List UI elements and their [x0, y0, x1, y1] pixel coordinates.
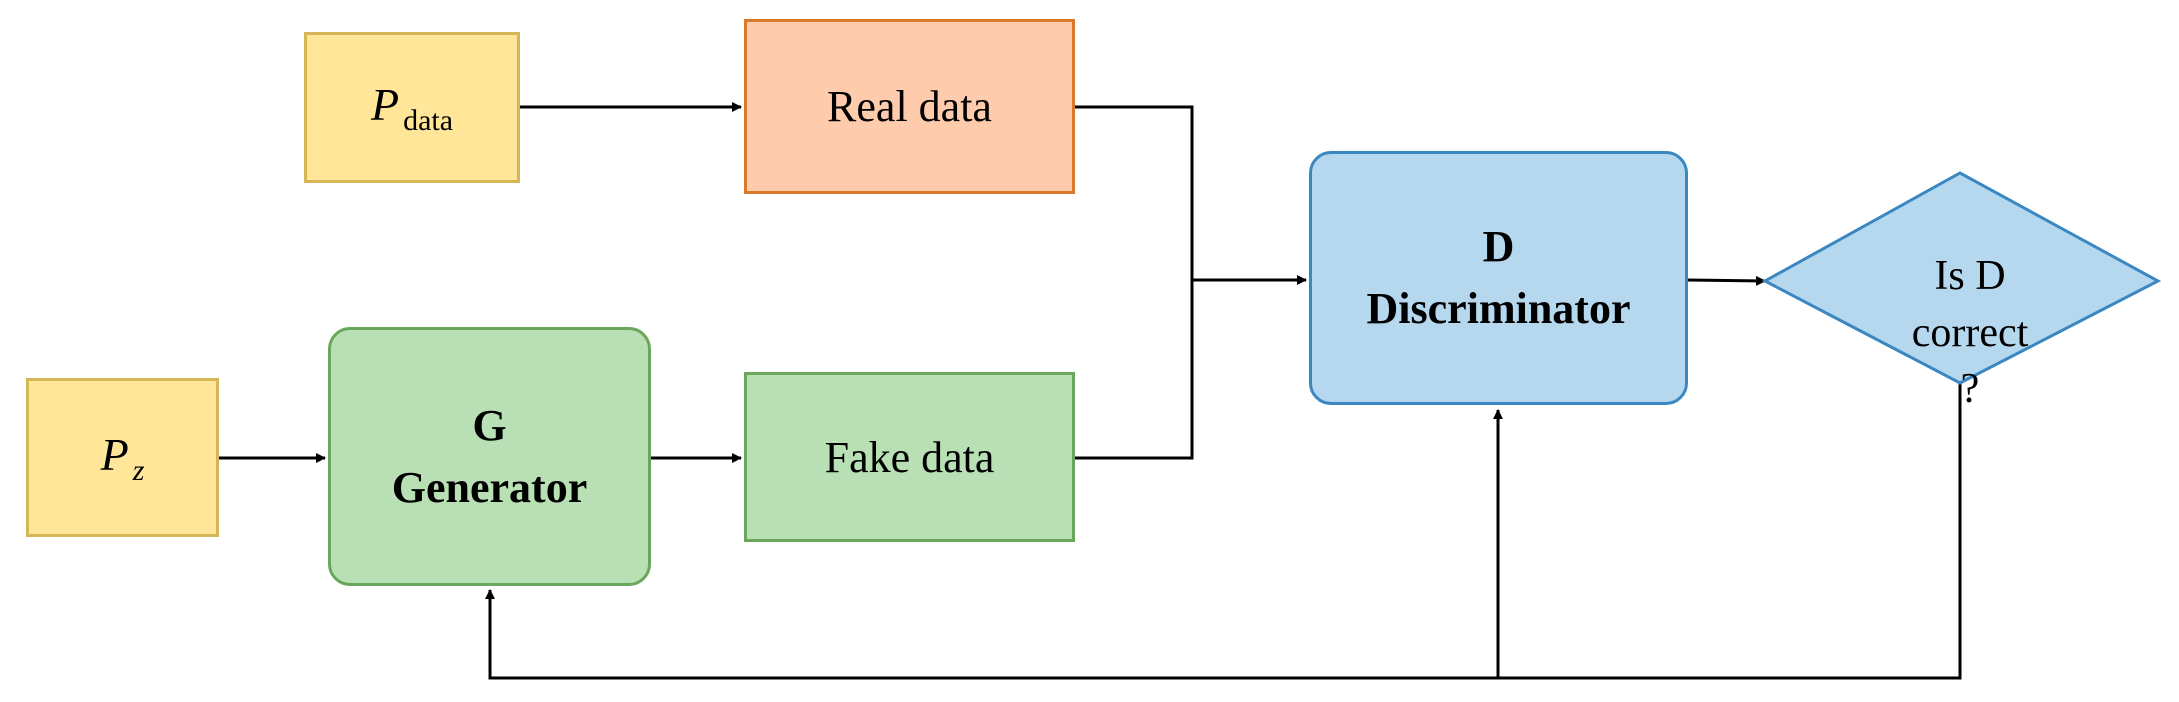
decision-line-1: Is D: [1934, 253, 2006, 299]
real-data-label: Real data: [827, 82, 992, 131]
decision-line-2: correct: [1911, 309, 2029, 356]
decision-line-3: ?: [1960, 366, 1980, 413]
line-fake-to-merge: [1075, 280, 1194, 460]
decision-diamond: [1761, 171, 2162, 385]
fake-data-box: Fake data: [744, 372, 1075, 542]
generator-label: Generator: [391, 462, 588, 512]
arrow-discriminator-to-decision: [1687, 275, 1766, 286]
discriminator-box: D Discriminator: [1309, 151, 1688, 405]
line-real-to-merge: [1075, 105, 1194, 280]
fake-data-label: Fake data: [824, 432, 995, 482]
generator-box: G Generator: [328, 327, 651, 586]
feedback-line: [485, 383, 1962, 680]
discriminator-letter: D: [1482, 222, 1515, 272]
real-data-box: Real data: [744, 19, 1075, 194]
generator-letter: G: [472, 400, 507, 450]
decision-label: Is D correct ?: [1780, 248, 2160, 418]
discriminator-label: Discriminator: [1366, 284, 1631, 333]
